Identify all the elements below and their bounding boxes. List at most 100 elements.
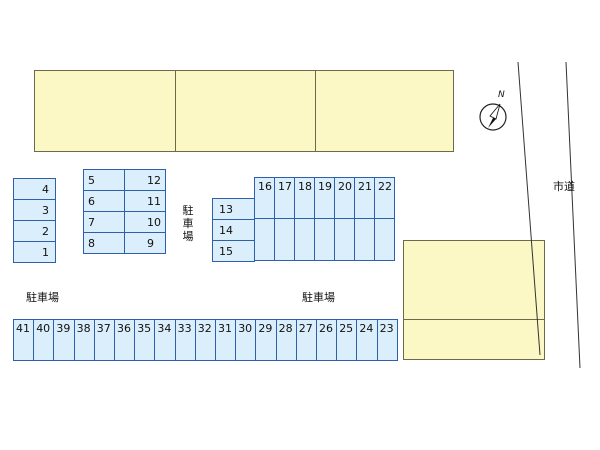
parking-space-number: 10	[147, 216, 161, 229]
parking-space: 4	[13, 178, 56, 200]
parking-space: 12	[124, 169, 166, 191]
north-label: N	[498, 90, 505, 100]
parking-space-number: 33	[177, 322, 192, 335]
parking-space-number: 39	[56, 322, 71, 335]
parking-space-number: 36	[117, 322, 131, 335]
parking-space-number: 32	[197, 322, 212, 335]
parking-space	[354, 218, 375, 261]
parking-space-number: 24	[359, 322, 374, 335]
parking-space: 23	[376, 319, 398, 361]
road-edge-left	[517, 61, 541, 356]
parking-space: 5	[83, 169, 125, 191]
parking-space: 27	[295, 319, 317, 361]
parking-space: 25	[336, 319, 358, 361]
parking-space-number: 34	[157, 322, 172, 335]
parking-space	[254, 218, 275, 261]
parking-space: 9	[124, 232, 166, 254]
parking-space: 30	[235, 319, 257, 361]
building-divider	[315, 71, 316, 151]
parking-space: 40	[33, 319, 55, 361]
parking-space-number: 5	[88, 174, 95, 187]
parking-space: 8	[83, 232, 125, 254]
parking-space-number: 29	[258, 322, 273, 335]
parking-space: 38	[73, 319, 95, 361]
parking-space: 6	[83, 190, 125, 212]
building-right	[403, 240, 545, 360]
parking-space: 11	[124, 190, 166, 212]
parking-space	[374, 218, 395, 261]
road-edge-right	[565, 61, 581, 369]
parking-space: 13	[212, 198, 255, 220]
parking-space-number: 1	[42, 246, 49, 259]
parking-space-number: 25	[339, 322, 354, 335]
parking-space: 34	[154, 319, 176, 361]
parking-space: 28	[275, 319, 297, 361]
parking-space-number: 11	[147, 195, 161, 208]
parking-space: 15	[212, 240, 255, 262]
road-label: 市道	[553, 180, 575, 193]
north-arrow-icon	[479, 103, 507, 131]
parking-space: 3	[13, 199, 56, 221]
parking-space-number: 14	[219, 224, 233, 237]
parking-space: 36	[114, 319, 136, 361]
parking-space-number: 38	[76, 322, 91, 335]
parking-space-number: 35	[137, 322, 152, 335]
parking-space-number: 7	[88, 216, 95, 229]
parking-space: 16	[254, 177, 275, 219]
parking-space-number: 22	[378, 180, 392, 193]
parking-space: 18	[294, 177, 315, 219]
parking-space	[274, 218, 295, 261]
parking-space-number: 21	[358, 180, 372, 193]
parking-space-number: 18	[298, 180, 312, 193]
parking-space: 10	[124, 211, 166, 233]
parking-space: 19	[314, 177, 335, 219]
parking-space: 17	[274, 177, 295, 219]
parking-space-number: 41	[16, 322, 30, 335]
parking-label-center: 駐車場	[182, 204, 194, 243]
parking-space-number: 37	[96, 322, 111, 335]
parking-space-number: 16	[258, 180, 272, 193]
parking-space-number: 30	[238, 322, 253, 335]
parking-space-number: 26	[319, 322, 333, 335]
parking-space: 20	[334, 177, 355, 219]
parking-label-right: 駐車場	[302, 291, 335, 304]
parking-space: 39	[53, 319, 75, 361]
parking-space-number: 28	[278, 322, 293, 335]
parking-space-number: 6	[88, 195, 95, 208]
parking-space	[294, 218, 315, 261]
parking-space-number: 4	[42, 183, 49, 196]
building-divider	[175, 71, 176, 151]
parking-space: 29	[255, 319, 277, 361]
parking-space: 37	[93, 319, 115, 361]
parking-space: 32	[194, 319, 216, 361]
parking-space: 7	[83, 211, 125, 233]
parking-space	[314, 218, 335, 261]
parking-space-number: 27	[298, 322, 313, 335]
parking-space: 2	[13, 220, 56, 242]
parking-space-number: 13	[219, 203, 233, 216]
parking-space: 26	[316, 319, 338, 361]
parking-space: 33	[174, 319, 196, 361]
parking-space: 24	[356, 319, 378, 361]
parking-space: 41	[13, 319, 35, 361]
parking-space: 21	[354, 177, 375, 219]
parking-space-number: 3	[42, 204, 49, 217]
building-divider	[404, 319, 544, 320]
parking-space-number: 17	[278, 180, 292, 193]
parking-space-number: 9	[147, 237, 154, 250]
building-top	[34, 70, 454, 152]
parking-space-number: 2	[42, 225, 49, 238]
parking-space-number: 40	[36, 322, 51, 335]
parking-space: 1	[13, 241, 56, 263]
parking-space	[334, 218, 355, 261]
parking-space-number: 15	[219, 245, 233, 258]
parking-space-number: 19	[318, 180, 332, 193]
parking-space: 22	[374, 177, 395, 219]
parking-space-number: 31	[218, 322, 232, 335]
parking-label-left: 駐車場	[26, 291, 59, 304]
parking-space-number: 20	[338, 180, 352, 193]
parking-space-number: 12	[147, 174, 161, 187]
parking-space: 14	[212, 219, 255, 241]
parking-space-number: 8	[88, 237, 95, 250]
